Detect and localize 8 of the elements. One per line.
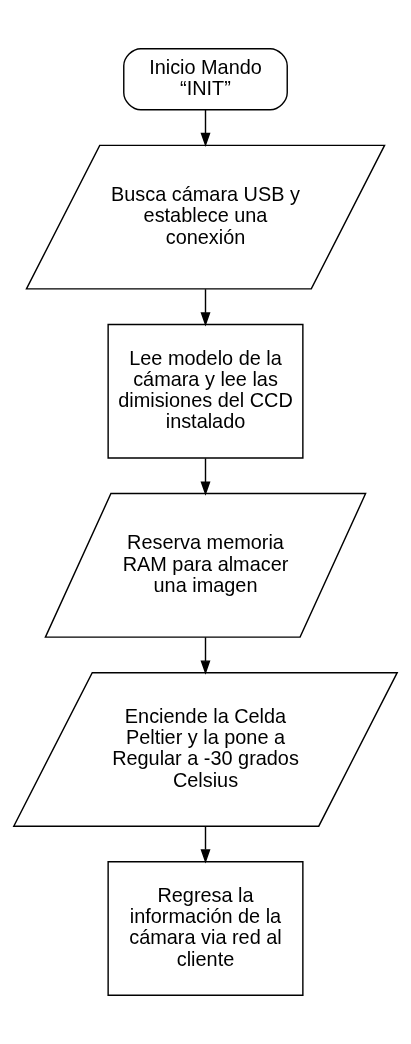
node-box: Lee modelo de la cámara y lee las dimisiones del CCD instalado	[107, 323, 304, 459]
arrow	[200, 636, 211, 675]
arrow	[200, 288, 211, 327]
node-box: Regresa la información de la cámara via red al cliente	[107, 861, 304, 996]
node-box: Inicio Mando “INIT”	[123, 48, 288, 111]
arrow	[200, 825, 211, 864]
arrow	[200, 109, 211, 148]
arrow	[200, 457, 211, 496]
